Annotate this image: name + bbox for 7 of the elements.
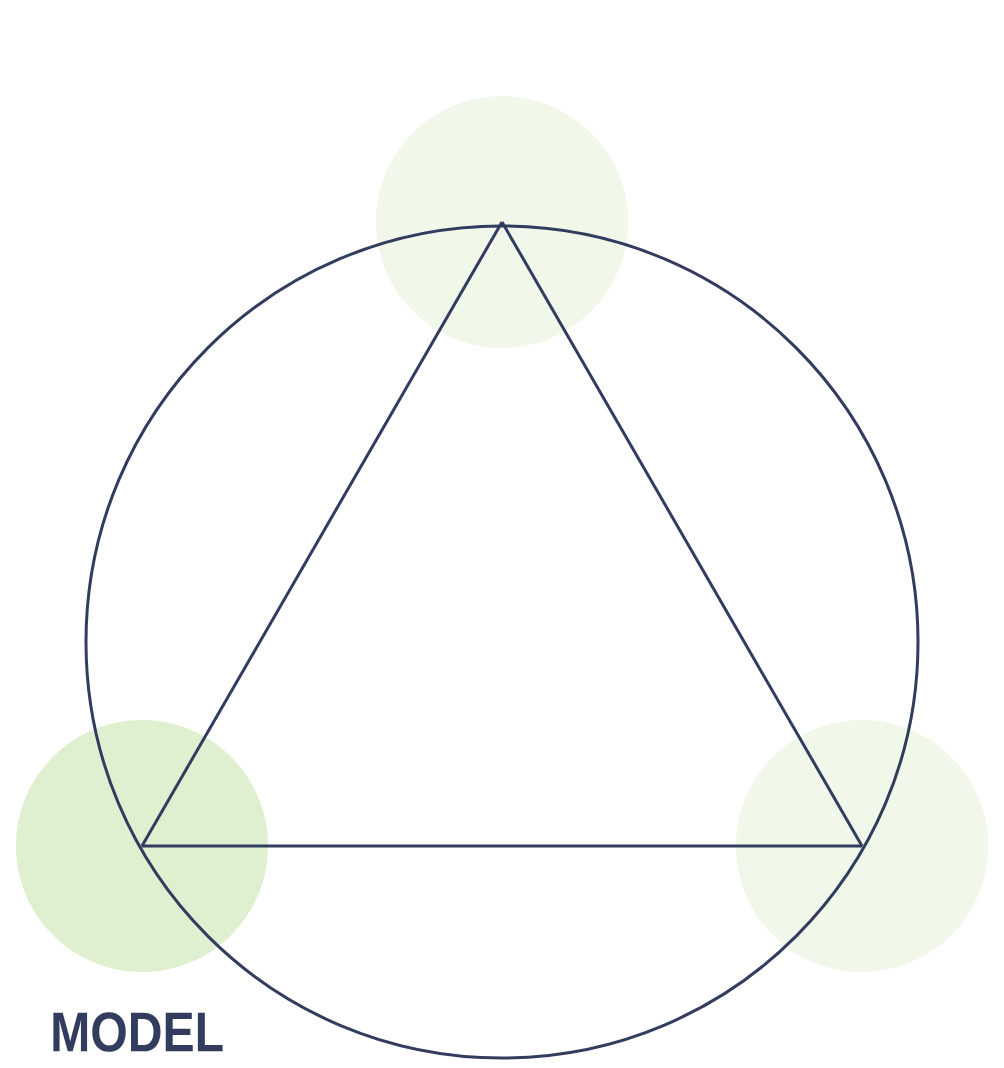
- triangle-side: [500, 221, 864, 847]
- circle-node: [736, 720, 988, 972]
- triangle-side: [140, 221, 504, 847]
- model-label: MODEL: [53, 1012, 223, 1052]
- circle-node: [16, 720, 268, 972]
- circle-node: [376, 96, 628, 348]
- triangle-side: [142, 844, 862, 848]
